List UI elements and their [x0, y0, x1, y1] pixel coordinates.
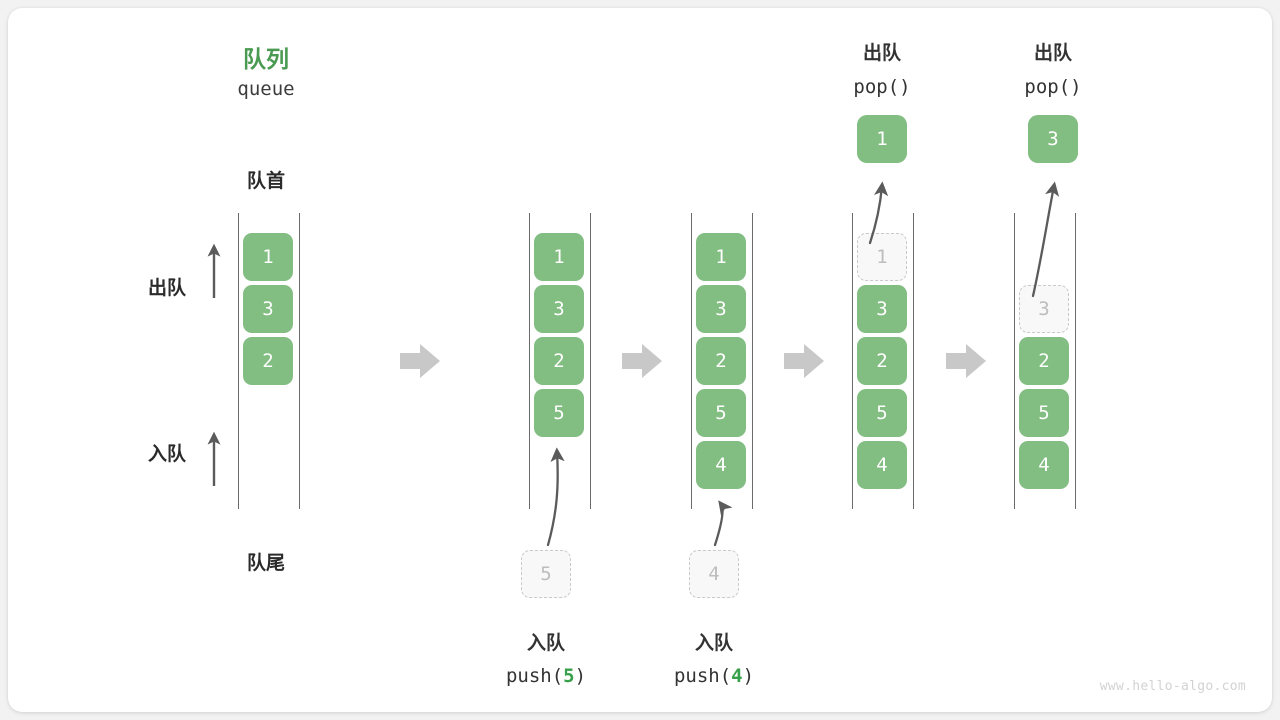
push-code-post: )	[574, 665, 587, 687]
diagram-title-cn: 队列	[243, 47, 289, 73]
step-arrow	[622, 344, 662, 378]
incoming-ghost-cell: 4	[689, 550, 739, 598]
enqueue-op-label: 入队	[694, 632, 734, 654]
enqueue-side-label: 入队	[148, 443, 187, 465]
queue-cell: 2	[534, 337, 584, 385]
rail-left-col1	[238, 213, 239, 509]
dequeue-op-label: 出队	[862, 42, 902, 64]
step-arrow	[400, 344, 440, 378]
arrow-overlay	[207, 181, 1060, 547]
push-arrow-5	[546, 447, 565, 547]
rail-left-col2	[529, 213, 530, 509]
enqueue-op-code: push(4)	[674, 665, 754, 687]
queue-cell: 1	[243, 233, 293, 281]
queue-cell-ghost: 1	[857, 233, 907, 281]
step-arrow	[946, 344, 986, 378]
diagram-stage: 队列 queue 队首 队尾 出队 入队 1 3 2 1 3 2 5 5 入队 …	[8, 8, 1272, 712]
rail-left-col4	[852, 213, 853, 509]
watermark: www.hello-algo.com	[1099, 679, 1246, 694]
enqueue-op-label: 入队	[526, 632, 566, 654]
front-label: 队首	[246, 170, 286, 192]
queue-cell: 1	[696, 233, 746, 281]
push-code-pre: push(	[673, 665, 732, 687]
rail-left-col3	[691, 213, 692, 509]
rail-right-col1	[299, 213, 300, 509]
popped-cell: 1	[857, 115, 907, 163]
queue-cell: 3	[534, 285, 584, 333]
rail-left-col5	[1014, 213, 1015, 509]
queue-cell: 4	[696, 441, 746, 489]
queue-cell: 5	[857, 389, 907, 437]
enqueue-op-code: push(5)	[506, 665, 586, 687]
queue-cell: 5	[1019, 389, 1069, 437]
queue-cell: 2	[243, 337, 293, 385]
rail-right-col5	[1075, 213, 1076, 509]
diagram-card: 队列 queue 队首 队尾 出队 入队 1 3 2 1 3 2 5 5 入队 …	[8, 8, 1272, 712]
dequeue-op-label: 出队	[1033, 42, 1073, 64]
push-code-post: )	[742, 665, 755, 687]
queue-cell-ghost: 3	[1019, 285, 1069, 333]
rail-right-col2	[590, 213, 591, 509]
push-code-num: 4	[731, 665, 743, 687]
rail-right-col4	[913, 213, 914, 509]
pop-arrow-3	[1031, 181, 1060, 298]
push-code-pre: push(	[505, 665, 564, 687]
rail-right-col3	[752, 213, 753, 509]
dequeue-op-code: pop()	[853, 76, 911, 98]
rear-label: 队尾	[246, 552, 286, 574]
queue-cell: 3	[243, 285, 293, 333]
dequeue-side-label: 出队	[148, 277, 187, 299]
push-arrow-4	[713, 500, 733, 547]
diagram-title-en: queue	[237, 78, 295, 100]
queue-cell: 2	[696, 337, 746, 385]
queue-cell: 3	[696, 285, 746, 333]
incoming-ghost-cell: 5	[521, 550, 571, 598]
queue-cell: 3	[857, 285, 907, 333]
push-code-num: 5	[563, 665, 575, 687]
queue-cell: 4	[857, 441, 907, 489]
queue-cell: 1	[534, 233, 584, 281]
popped-cell: 3	[1028, 115, 1078, 163]
queue-cell: 2	[857, 337, 907, 385]
dequeue-op-code: pop()	[1024, 76, 1082, 98]
queue-cell: 2	[1019, 337, 1069, 385]
queue-cell: 5	[696, 389, 746, 437]
queue-cell: 5	[534, 389, 584, 437]
queue-cell: 4	[1019, 441, 1069, 489]
step-arrow	[784, 344, 824, 378]
